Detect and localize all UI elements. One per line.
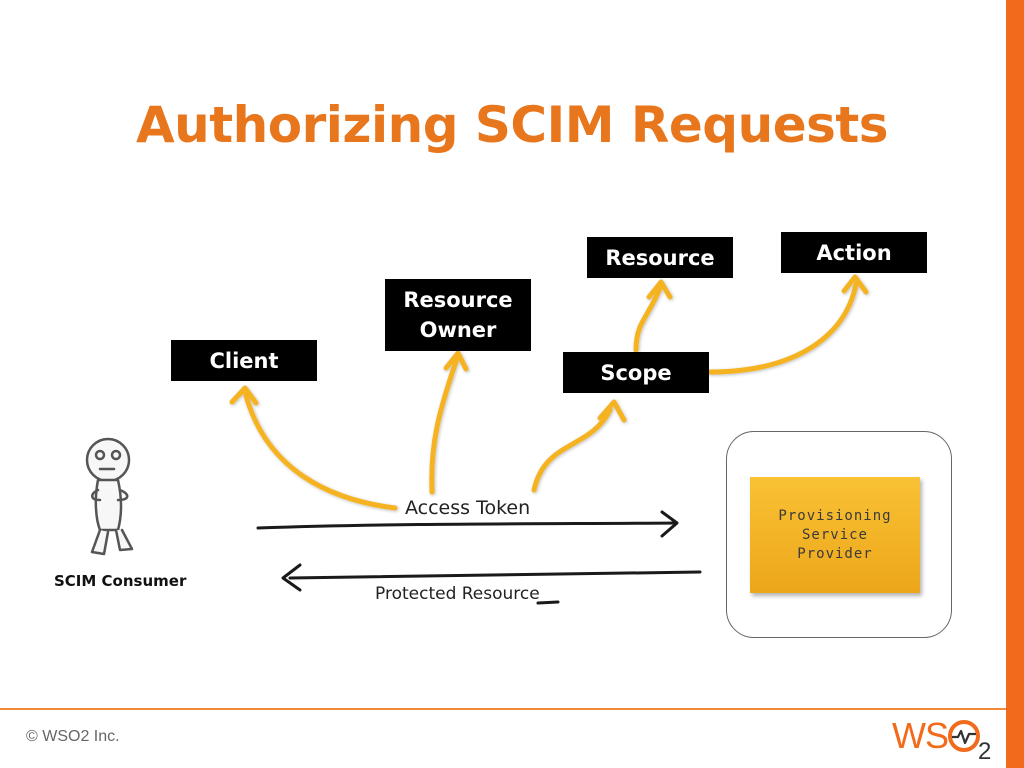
arrow-to-scope bbox=[531, 407, 613, 493]
client-box: Client bbox=[171, 340, 317, 381]
footer-divider bbox=[0, 708, 1006, 710]
access-token-arrowhead bbox=[660, 510, 679, 538]
arrowhead-scope bbox=[597, 399, 627, 423]
resource-owner-box: Resource Owner bbox=[385, 279, 531, 351]
svg-text:2: 2 bbox=[978, 738, 991, 762]
wso2-logo-icon: WS 2 bbox=[892, 715, 991, 762]
resource-box: Resource bbox=[587, 237, 733, 278]
arrowhead-action bbox=[841, 274, 869, 295]
arrowhead-client bbox=[229, 385, 259, 406]
access-token-label: Access Token bbox=[405, 497, 531, 519]
arrow-to-client bbox=[242, 389, 398, 511]
arrow-to-resource-owner bbox=[429, 355, 460, 495]
scim-consumer-label: SCIM Consumer bbox=[54, 572, 187, 590]
access-token-arrow bbox=[256, 521, 677, 530]
arrow-scope-to-resource bbox=[633, 285, 663, 353]
provider-label: Provisioning Service Provider bbox=[778, 507, 892, 562]
accent-bar bbox=[1006, 0, 1024, 768]
scope-box: Scope bbox=[563, 352, 709, 393]
provisioning-service-provider-box: Provisioning Service Provider bbox=[750, 477, 920, 593]
action-label: Action bbox=[816, 240, 892, 265]
scope-label: Scope bbox=[600, 360, 672, 385]
protected-resource-arrow bbox=[288, 570, 702, 580]
underline-mark bbox=[536, 600, 560, 605]
action-box: Action bbox=[781, 232, 927, 273]
arrowhead-resource-owner bbox=[443, 350, 469, 372]
resource-label: Resource bbox=[605, 245, 715, 270]
consumer-figure-icon bbox=[85, 437, 134, 556]
protected-resource-arrowhead bbox=[281, 563, 302, 592]
svg-text:WS: WS bbox=[892, 715, 948, 756]
resource-owner-label: Resource Owner bbox=[403, 288, 513, 342]
client-label: Client bbox=[209, 348, 279, 373]
protected-resource-label: Protected Resource bbox=[375, 584, 540, 604]
arrow-scope-to-action bbox=[707, 281, 859, 375]
arrowhead-resource bbox=[646, 279, 673, 300]
slide-title: Authorizing SCIM Requests bbox=[135, 96, 889, 154]
footer-copyright: © WSO2 Inc. bbox=[26, 728, 120, 745]
